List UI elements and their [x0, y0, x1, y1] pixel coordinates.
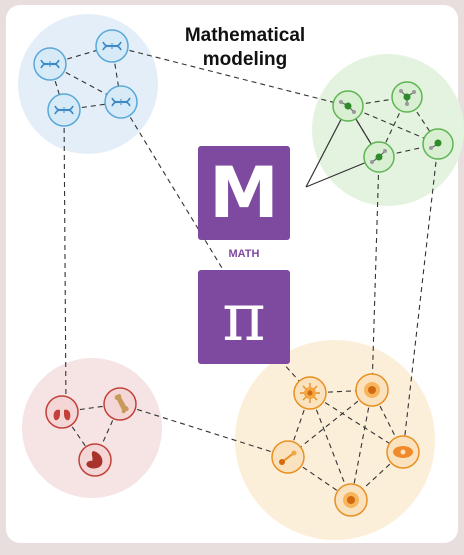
pi-symbol: π: [222, 278, 266, 356]
math-m-letter: M: [209, 152, 279, 234]
lung-icon: [45, 395, 79, 429]
dna-icon: [33, 47, 67, 81]
cell-nodes: [271, 373, 420, 517]
title-line-1: Mathematical: [184, 25, 306, 46]
diagram-title: Mathematical modeling: [150, 24, 340, 72]
molecule-nodes: [332, 81, 454, 173]
dna-icon: [47, 93, 81, 127]
dna-icon: [104, 85, 138, 119]
molecule-icon: [391, 81, 423, 113]
molecule-icon: [363, 141, 395, 173]
cell-icon: [334, 483, 368, 517]
dna-icon: [95, 29, 129, 63]
cell-icon: [386, 435, 420, 469]
molecule-icon: [332, 90, 364, 122]
dna-cluster-bg: [18, 14, 158, 154]
organ-nodes: [45, 387, 137, 477]
cell-icon: [355, 373, 389, 407]
math-m-tile: M: [198, 146, 290, 240]
math-caption: MATH: [228, 248, 260, 260]
molecule-icon: [422, 128, 454, 160]
math-pi-tile: π: [198, 270, 290, 364]
molecule-link-triangle: [305, 104, 380, 188]
title-line-2: modeling: [202, 49, 288, 70]
stomach-icon: [78, 443, 112, 477]
cell-icon: [271, 440, 305, 474]
bone-icon: [103, 387, 137, 421]
organ-cluster-bg: [22, 358, 162, 498]
dna-nodes: [33, 29, 138, 127]
cell-icon: [293, 376, 327, 410]
